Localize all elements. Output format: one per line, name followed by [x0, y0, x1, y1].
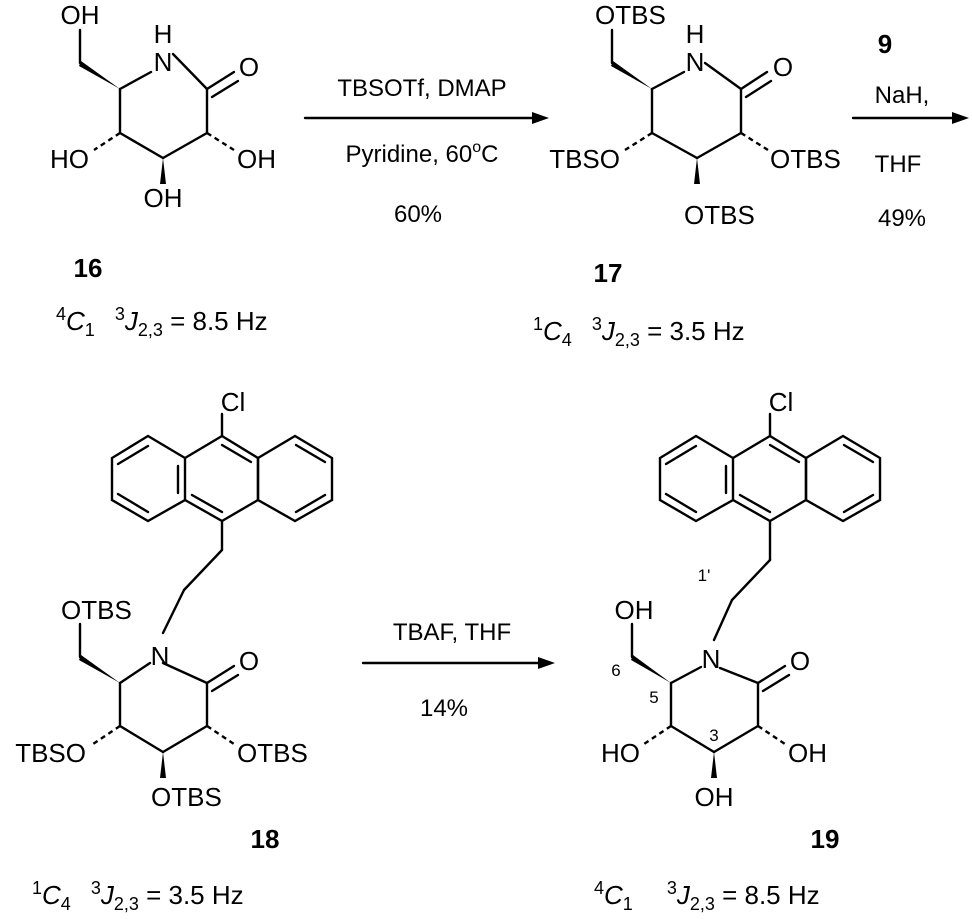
reagents-label: TBSOTf, DMAP — [337, 75, 506, 102]
atom-label: OTBS — [61, 595, 132, 625]
solvent-label: THF — [875, 151, 922, 178]
atom-label: HO — [601, 738, 640, 768]
compound-19-structure: Cl N O OH HO OH OH 1' 6 5 3 — [601, 387, 882, 812]
reagents-label: NaH, — [875, 82, 930, 109]
compound-number: 19 — [811, 824, 840, 854]
atom-label: OH — [695, 782, 734, 812]
atom-label: TBSO — [15, 738, 86, 768]
atom-label: OH — [615, 595, 654, 625]
locant-label: 1' — [698, 566, 711, 585]
atom-label: OTBS — [684, 200, 755, 230]
atom-label: Cl — [769, 387, 794, 417]
atom-label: OH — [788, 738, 827, 768]
atom-label: TBSO — [549, 144, 620, 174]
yield-label: 49% — [878, 205, 926, 232]
compound-16-nmr-data: 4C13J2,3 = 8.5 Hz — [56, 304, 268, 340]
reaction-arrow-2 — [851, 112, 969, 124]
yield-label: 14% — [420, 695, 468, 722]
compound-18-nmr-data: 1C43J2,3 = 3.5 Hz — [32, 878, 244, 914]
atom-label: OH — [237, 144, 276, 174]
atom-label: N — [702, 644, 721, 674]
compound-number: 18 — [251, 824, 280, 854]
locant-label: 6 — [611, 661, 620, 680]
atom-label: O — [790, 646, 810, 676]
atom-label: N — [686, 47, 705, 77]
atom-label: OH — [61, 0, 100, 30]
atom-label: N — [154, 47, 173, 77]
compound-17-structure: H N O OTBS TBSO OTBS OTBS — [549, 0, 841, 230]
reagents-label: TBAF, THF — [393, 619, 511, 646]
atom-label: HO — [50, 144, 89, 174]
atom-label: O — [239, 52, 259, 82]
yield-label: 60% — [394, 201, 442, 228]
atom-label: Cl — [221, 387, 246, 417]
compound-number: 17 — [594, 258, 623, 288]
reagent-number: 9 — [878, 29, 892, 59]
compound-17-nmr-data: 1C43J2,3 = 3.5 Hz — [533, 314, 745, 350]
atom-label: OTBS — [770, 144, 841, 174]
compound-19-nmr-data: 4C13J2,3 = 8.5 Hz — [594, 878, 820, 914]
locant-label: 3 — [709, 726, 718, 745]
reaction-arrow-1 — [303, 112, 549, 124]
conditions-label: Pyridine, 60oC — [346, 139, 499, 168]
atom-label: OTBS — [595, 0, 666, 30]
atom-label: OH — [144, 183, 183, 213]
atom-label: O — [773, 52, 793, 82]
reaction-arrow-3 — [361, 657, 555, 669]
compound-number: 16 — [74, 253, 103, 283]
atom-label: N — [151, 641, 170, 671]
compound-16-structure: H N O OH HO OH OH — [50, 0, 276, 213]
atom-label: OTBS — [237, 738, 308, 768]
locant-label: 5 — [649, 688, 658, 707]
atom-label: H — [154, 19, 173, 49]
atom-label: O — [239, 646, 259, 676]
atom-label: OTBS — [151, 782, 222, 812]
compound-18-structure: Cl N O OTBS TBSO OTBS OTBS — [15, 387, 334, 812]
atom-label: H — [686, 19, 705, 49]
